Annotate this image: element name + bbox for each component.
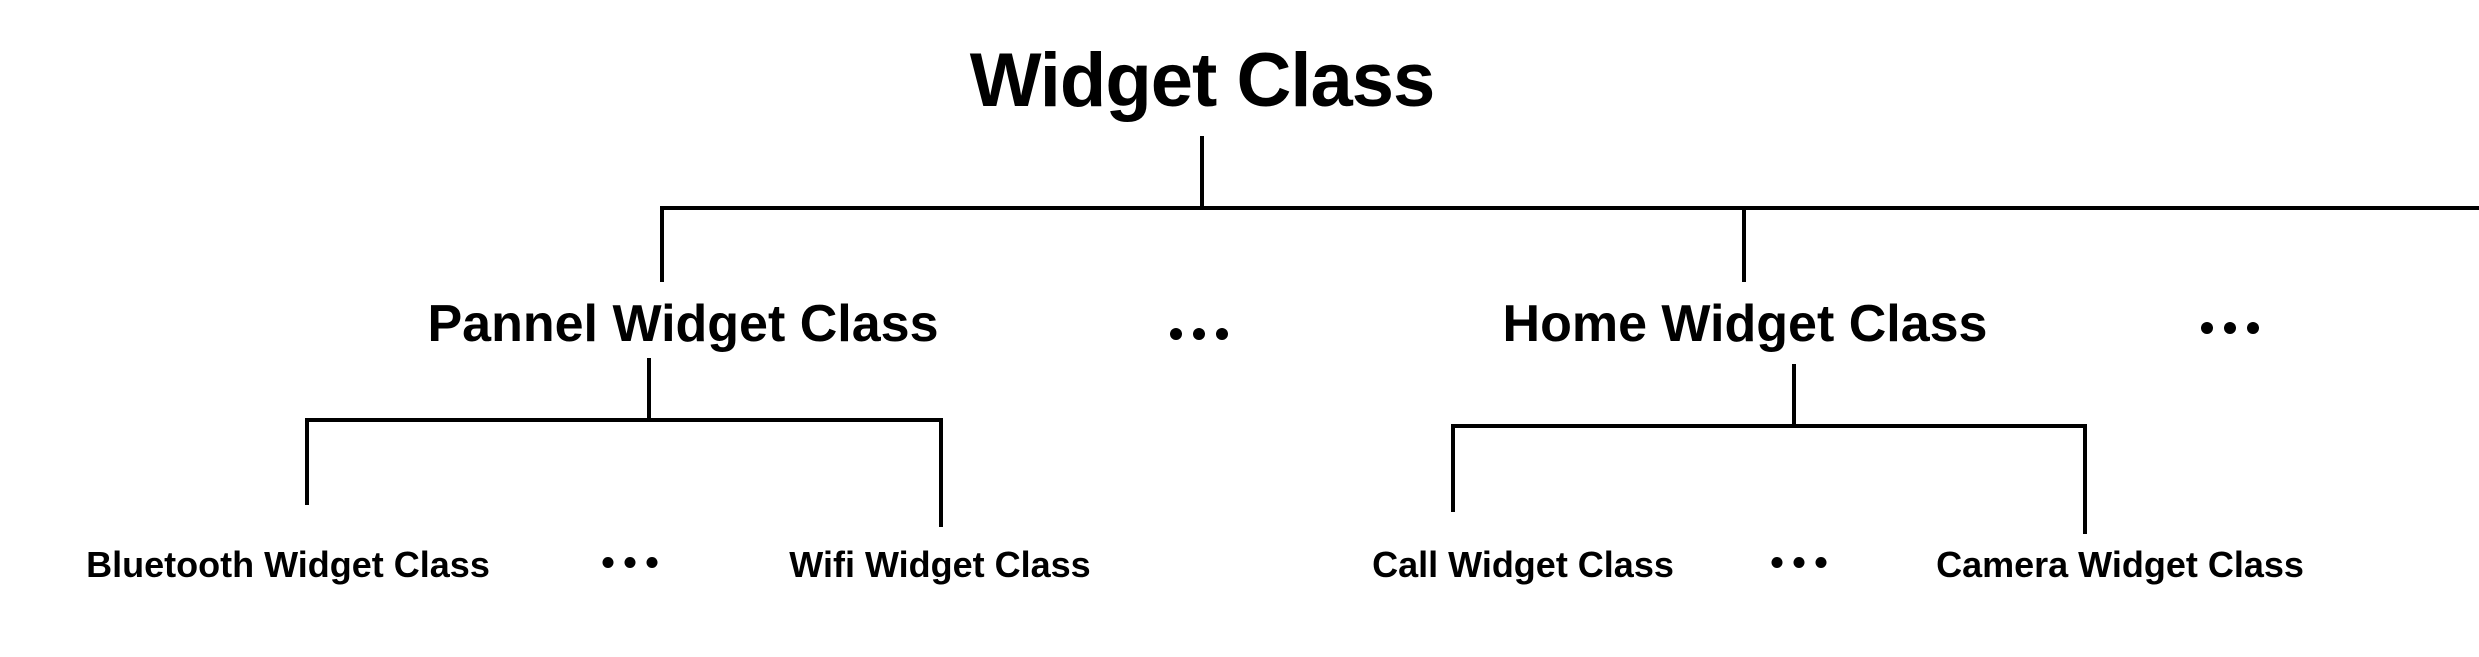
ellipsis-dot xyxy=(646,557,658,568)
home-branch xyxy=(1451,424,2087,534)
ellipsis-icon xyxy=(1771,557,1827,568)
node-home-widget-class: Home Widget Class xyxy=(1502,295,1988,353)
node-wifi-widget-class: Wifi Widget Class xyxy=(789,544,1091,585)
ellipsis-dot xyxy=(2201,322,2213,334)
node-bluetooth-widget-class: Bluetooth Widget Class xyxy=(86,544,490,585)
ellipsis-dot xyxy=(1771,557,1783,568)
root-node-widget-class: Widget Class xyxy=(969,38,1436,123)
ellipsis-dot xyxy=(2247,322,2259,334)
node-call-widget-class: Call Widget Class xyxy=(1372,544,1674,585)
node-camera-widget-class: Camera Widget Class xyxy=(1936,544,2304,585)
ellipsis-dot xyxy=(1793,557,1805,568)
ellipsis-dot xyxy=(602,557,614,568)
ellipsis-icon xyxy=(2201,322,2259,334)
ellipsis-dot xyxy=(2224,322,2236,334)
ellipsis-dot xyxy=(624,557,636,568)
node-pannel-widget-class: Pannel Widget Class xyxy=(427,295,939,353)
ellipsis-dot xyxy=(1170,328,1182,340)
pannel-branch xyxy=(305,418,943,527)
ellipsis-icon xyxy=(1170,328,1228,340)
ellipsis-dot xyxy=(1815,557,1827,568)
ellipsis-dot xyxy=(1216,328,1228,340)
ellipsis-dot xyxy=(1193,328,1205,340)
ellipsis-icon xyxy=(602,557,658,568)
